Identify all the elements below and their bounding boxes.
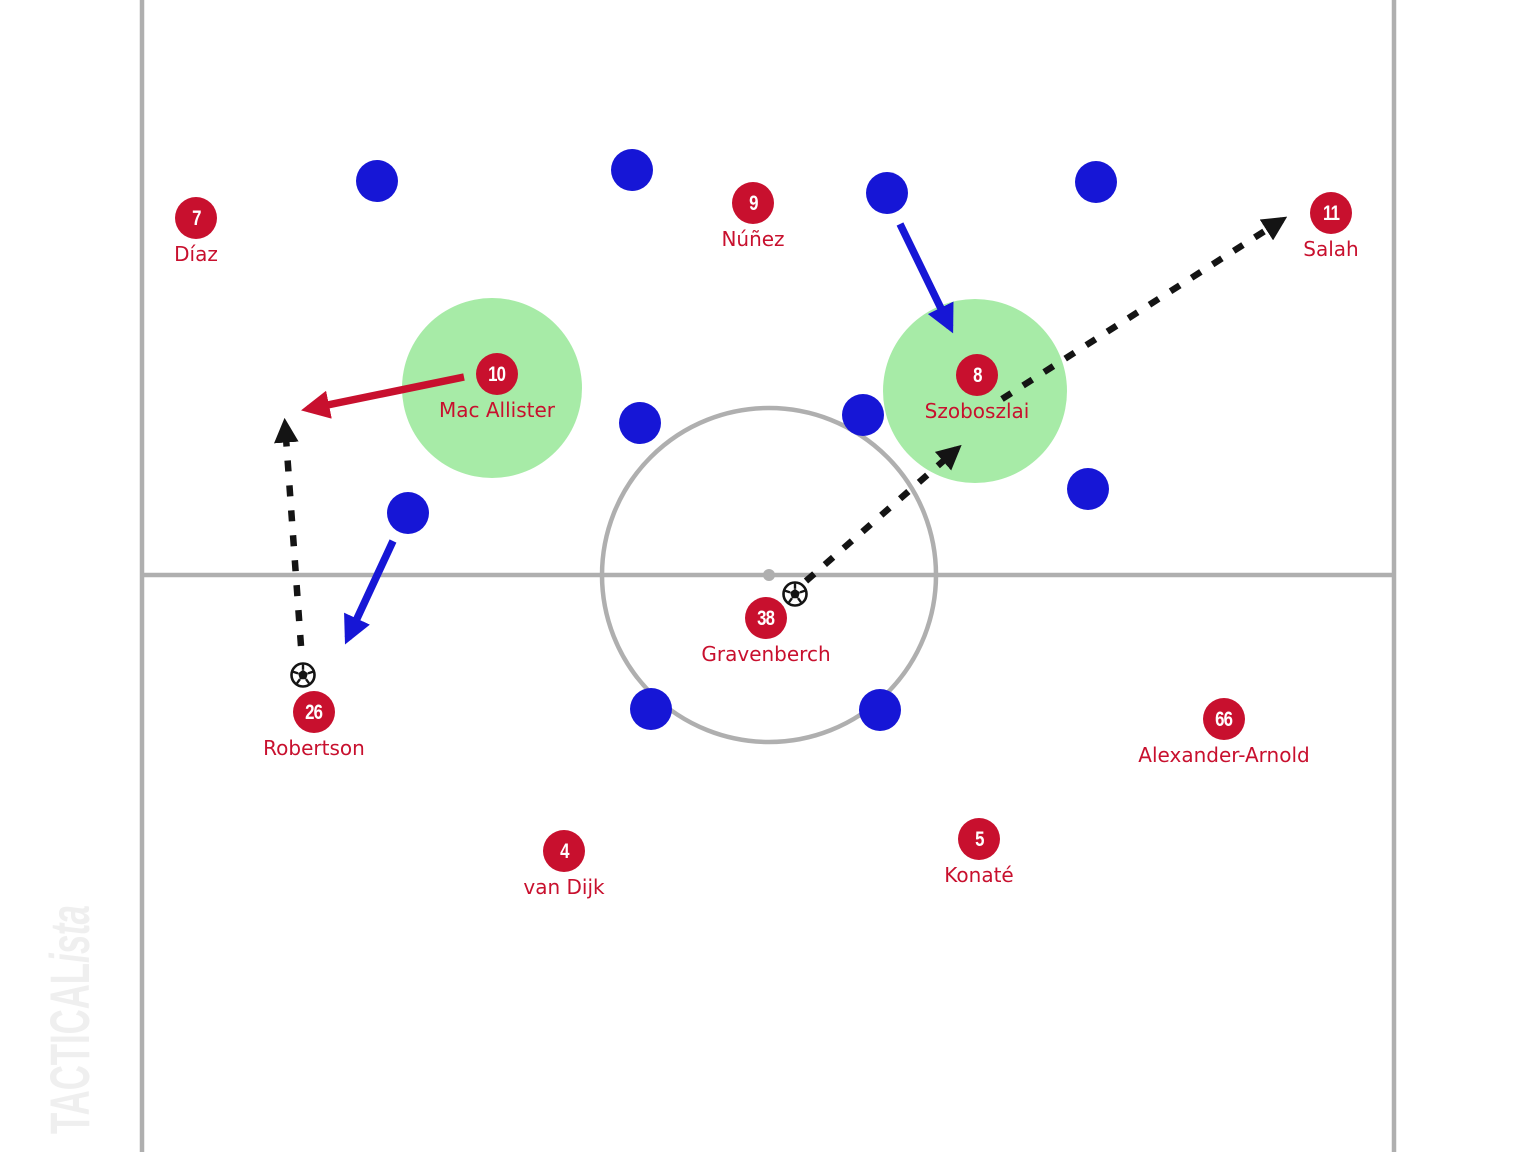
player-marker[interactable]: 7 (175, 197, 217, 239)
opponent-dot[interactable] (387, 492, 429, 534)
player-marker[interactable]: 9 (732, 182, 774, 224)
pass-arrow[interactable] (1000, 216, 1288, 402)
run-arrow[interactable] (301, 373, 465, 419)
player-number: 10 (488, 362, 506, 386)
player-marker[interactable]: 5 (958, 818, 1000, 860)
run-arrow[interactable] (896, 222, 954, 334)
player-label: Szoboszlai (924, 399, 1030, 423)
opponent-dot[interactable] (619, 402, 661, 444)
player-label: Robertson (263, 736, 365, 760)
center-spot (763, 569, 775, 581)
player-label: Díaz (174, 242, 218, 266)
player-number: 4 (559, 839, 569, 863)
center-circle (599, 405, 939, 745)
player-number: 8 (972, 363, 982, 387)
player-marker[interactable]: 10 (476, 353, 518, 395)
player-marker[interactable]: 4 (543, 830, 585, 872)
player-label: Mac Allister (438, 398, 556, 422)
player-label: Núñez (721, 227, 785, 251)
player-number: 38 (757, 606, 775, 630)
opponent-dot[interactable] (866, 172, 908, 214)
watermark-italic: ista (38, 905, 101, 964)
opponent-dot[interactable] (611, 149, 653, 191)
player-label: Gravenberch (701, 642, 831, 666)
opponent-dot[interactable] (1075, 161, 1117, 203)
player-label: van Dijk (523, 875, 605, 899)
ball-icon[interactable] (782, 581, 808, 607)
player-marker[interactable]: 11 (1310, 192, 1352, 234)
run-arrow[interactable] (344, 539, 397, 645)
player-number: 66 (1215, 707, 1233, 731)
watermark-bold: TACTICAL (38, 963, 101, 1134)
watermark: TACTICALista (38, 906, 101, 1134)
opponent-dot[interactable] (1067, 468, 1109, 510)
player-number: 9 (748, 191, 758, 215)
player-marker[interactable]: 8 (956, 354, 998, 396)
player-number: 5 (974, 827, 984, 851)
opponent-dot[interactable] (356, 160, 398, 202)
opponent-dot[interactable] (859, 689, 901, 731)
player-label: Alexander-Arnold (1138, 743, 1310, 767)
player-number: 11 (1322, 201, 1340, 225)
player-label: Konaté (944, 863, 1014, 887)
ball-icon[interactable] (290, 662, 316, 688)
player-marker[interactable]: 66 (1203, 698, 1245, 740)
player-label: Salah (1303, 237, 1359, 261)
player-number: 7 (191, 206, 201, 230)
pass-arrow[interactable] (274, 417, 305, 647)
player-marker[interactable]: 38 (745, 597, 787, 639)
opponent-dot[interactable] (842, 394, 884, 436)
pass-arrow[interactable] (803, 444, 962, 584)
opponent-dot[interactable] (630, 688, 672, 730)
player-number: 26 (305, 700, 323, 724)
player-marker[interactable]: 26 (293, 691, 335, 733)
